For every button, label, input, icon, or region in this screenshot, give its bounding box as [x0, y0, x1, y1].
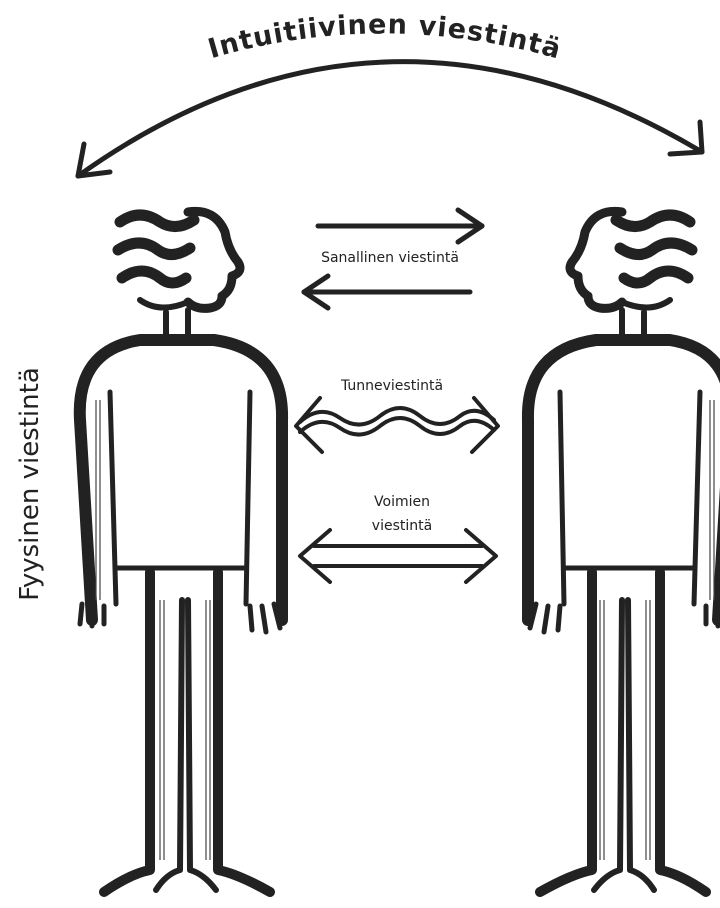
intuitive-label: Intuitiivinen viestintä	[205, 9, 565, 65]
forces-label-line2: viestintä	[372, 518, 432, 534]
right-person-figure	[528, 211, 720, 892]
emotional-label: Tunneviestintä	[340, 378, 443, 394]
verbal-label: Sanallinen viestintä	[321, 250, 459, 266]
physical-label: Fyysinen viestintä	[15, 367, 45, 601]
forces-label-line1: Voimien	[374, 494, 430, 510]
forces-double-arrow	[300, 530, 496, 582]
emotional-wavy-arrow	[296, 398, 498, 452]
intuitive-arc-arrow	[78, 62, 702, 176]
left-person-figure	[80, 211, 282, 892]
